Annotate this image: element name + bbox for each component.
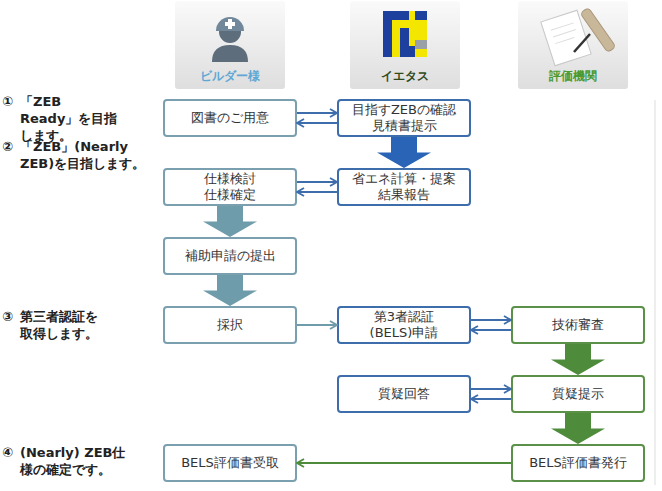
step-text: 「ZEB」(Nearly ZEB)を目指します。 [20, 138, 160, 172]
box-label: 質疑提示 [552, 386, 604, 402]
box-label: 質疑回答 [378, 386, 430, 402]
header-tile [175, 1, 285, 89]
builder-icon [212, 17, 248, 62]
process-box: 省エネ計算・提案 結果報告 [337, 168, 471, 206]
block-arrow [551, 413, 605, 444]
document-icon [541, 7, 616, 65]
box-label: 省エネ計算・提案 結果報告 [350, 171, 458, 203]
process-box: 質疑回答 [337, 375, 471, 413]
box-label: 目指すZEBの確認 見積書提示 [349, 102, 459, 134]
process-box: 仕様検討 仕様確定 [163, 168, 297, 206]
flow-arrow [297, 122, 337, 124]
process-box: 目指すZEBの確認 見積書提示 [337, 99, 471, 137]
box-label: BELS評価書発行 [529, 455, 627, 471]
divider-line [654, 100, 656, 485]
header-tile [350, 1, 460, 89]
flow-arrow [297, 191, 337, 193]
step-number: ③ [2, 308, 20, 325]
box-label: 採択 [217, 317, 243, 333]
company-logo [383, 11, 427, 57]
flow-arrow [471, 329, 511, 331]
block-arrow [203, 275, 257, 306]
column-header: ビルダー様 [175, 68, 285, 85]
flow-arrow [297, 181, 337, 183]
box-label: 第3者認証 (BELS)申請 [366, 309, 442, 341]
flow-arrow [471, 319, 511, 321]
column-header: イエタス [350, 68, 460, 85]
box-label: 図書のご用意 [191, 110, 269, 126]
flow-arrow [297, 112, 337, 114]
block-arrow [551, 344, 605, 375]
column-header: 評価機関 [518, 68, 628, 85]
process-box: 図書のご用意 [163, 99, 297, 137]
process-box: 技術審査 [511, 306, 645, 344]
process-box: 採択 [163, 306, 297, 344]
flow-arrow [297, 462, 511, 464]
box-label: 技術審査 [552, 317, 604, 333]
flow-arrow [471, 388, 511, 390]
process-box: 補助申請の提出 [163, 237, 297, 275]
step-text: 第三者認証を取得します。 [20, 308, 104, 342]
step-number: ① [2, 93, 20, 110]
box-label: 仕様検討 仕様確定 [201, 171, 259, 203]
process-box: BELS評価書受取 [163, 444, 297, 482]
step-text: (Nearly) ZEB仕様の確定です。 [20, 444, 138, 478]
process-box: BELS評価書発行 [511, 444, 645, 482]
step-text: 「ZEB Ready」を目指します。 [20, 93, 120, 144]
box-label: 補助申請の提出 [185, 248, 276, 264]
flow-arrow [471, 398, 511, 400]
step-number: ② [2, 138, 20, 155]
step-number: ④ [2, 444, 20, 461]
flow-arrow [297, 324, 337, 326]
process-box: 第3者認証 (BELS)申請 [337, 306, 471, 344]
block-arrow [377, 137, 431, 168]
header-tile [518, 1, 628, 89]
box-label: BELS評価書受取 [181, 455, 279, 471]
process-box: 質疑提示 [511, 375, 645, 413]
block-arrow [203, 206, 257, 237]
